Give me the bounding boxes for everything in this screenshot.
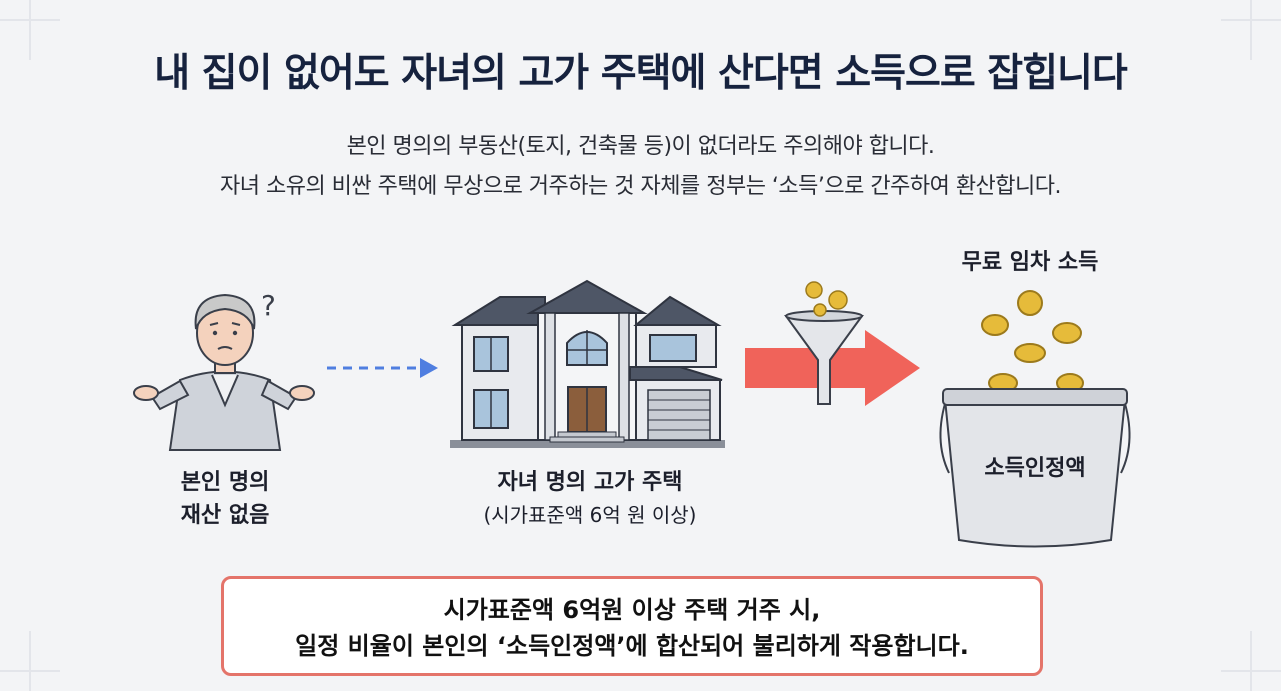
elderly-person-icon	[133, 293, 315, 451]
corner-decoration-top-left	[0, 0, 60, 60]
subtitle-line-2: 자녀 소유의 비싼 주택에 무상으로 거주하는 것 자체를 정부는 ‘소득’으로…	[219, 174, 1062, 199]
callout-line-2: 일정 비율이 본인의 ‘소득인정액’에 합산되어 불리하게 작용합니다.	[295, 632, 969, 660]
house-icon	[450, 279, 725, 448]
callout-box: 시가표준액 6억원 이상 주택 거주 시, 일정 비율이 본인의 ‘소득인정액’…	[221, 576, 1043, 676]
house-label: 자녀 명의 고가 주택 (시가표준액 6억 원 이상)	[450, 466, 730, 532]
bucket-icon	[939, 388, 1131, 548]
callout-line-1: 시가표준액 6억원 이상 주택 거주 시,	[443, 596, 821, 624]
funnel-icon	[784, 310, 864, 405]
corner-decoration-bottom-left	[0, 631, 60, 691]
corner-decoration-top-right	[1221, 0, 1281, 60]
page-title: 내 집이 없어도 자녀의 고가 주택에 산다면 소득으로 잡힙니다	[154, 51, 1128, 96]
subtitle-line-1: 본인 명의의 부동산(토지, 건축물 등)이 없더라도 주의해야 합니다.	[346, 134, 935, 159]
red-arrow-icon	[745, 330, 920, 406]
person-label-line-1: 본인 명의	[180, 470, 270, 495]
corner-decoration-bottom-right	[1221, 631, 1281, 691]
dashed-arrow-icon	[327, 358, 438, 378]
income-top-label: 무료 임차 소득	[961, 250, 1099, 275]
person-label-line-2: 재산 없음	[180, 503, 270, 528]
person-label: 본인 명의 재산 없음	[120, 466, 330, 532]
coin-icon	[805, 281, 848, 317]
bucket-label: 소득인정액	[984, 456, 1086, 481]
house-label-line-2: (시가표준액 6억 원 이상)	[483, 503, 697, 527]
house-label-line-1: 자녀 명의 고가 주택	[497, 470, 683, 495]
coin-icon	[981, 290, 1084, 393]
question-mark: ?	[261, 289, 276, 322]
